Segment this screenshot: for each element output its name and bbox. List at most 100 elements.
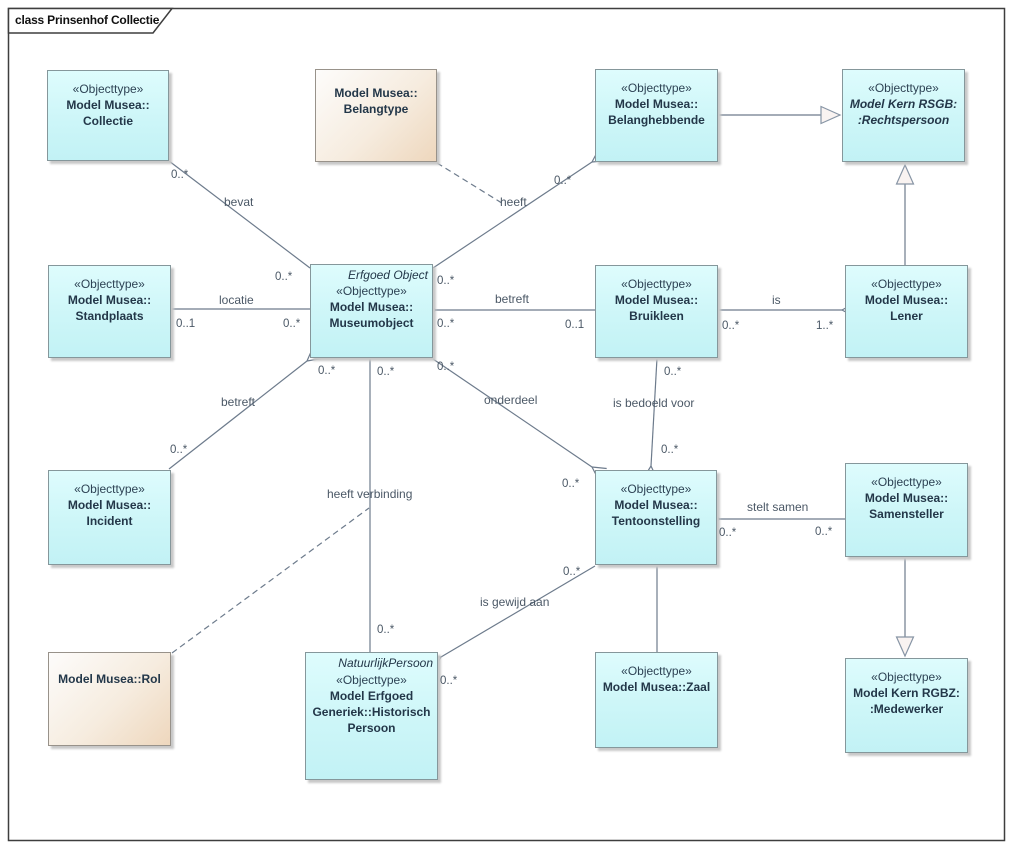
class-name-line: Persoon (347, 721, 396, 735)
class-name-line: Model Erfgoed (329, 689, 414, 703)
edge-label-heeft-verbinding: heeft verbinding (327, 487, 413, 501)
multiplicity-is-bedoeld-voor-tentoonstelling: 0..* (661, 444, 679, 456)
class-name-line: Model Musea:: (614, 293, 699, 307)
class-lener[interactable]: «Objecttype» Model Musea:: Lener (845, 265, 968, 358)
stereotype-label: «Objecttype» (621, 81, 692, 95)
class-medewerker[interactable]: «Objecttype» Model Kern RGBZ: :Medewerke… (845, 658, 968, 753)
class-name-line: Museumobject (329, 316, 414, 330)
class-name-line: Model Musea::Rol (58, 672, 161, 686)
class-samensteller[interactable]: «Objecttype» Model Musea:: Samensteller (845, 463, 968, 557)
class-name-line: Samensteller (869, 507, 944, 521)
class-name-line: Model Kern RSGB: (849, 97, 958, 111)
multiplicity-locatie-museumobject: 0..* (283, 318, 301, 330)
multiplicity-betreft-incident-museumobject: 0..* (318, 365, 336, 377)
stereotype-label: «Objecttype» (336, 673, 407, 687)
association-heeft[interactable] (432, 148, 607, 269)
class-name-line: Incident (86, 514, 133, 528)
class-name-line: Bruikleen (629, 309, 684, 323)
stereotype-label: «Objecttype» (621, 277, 692, 291)
class-belanghebbende[interactable]: «Objecttype» Model Musea:: Belanghebbend… (595, 69, 718, 162)
edge-label-is: is (772, 293, 781, 307)
class-belangtype[interactable]: Model Musea:: Belangtype (315, 69, 437, 162)
class-bruikleen[interactable]: «Objecttype» Model Musea:: Bruikleen (595, 265, 718, 358)
class-name-line: Model Musea:: (864, 293, 949, 307)
multiplicity-stelt-samen-samensteller: 0..* (815, 526, 833, 538)
stereotype-label: «Objecttype» (620, 482, 692, 496)
association-is-bedoeld-voor[interactable] (642, 357, 658, 480)
class-name-line: Belangtype (343, 102, 409, 116)
edge-label-betreft-incident: betreft (221, 395, 256, 409)
class-rol[interactable]: Model Musea::Rol (48, 652, 171, 746)
multiplicity-betreft-bruikleen: 0..1 (565, 319, 585, 331)
class-name-line: Model Musea:: (614, 498, 698, 512)
stereotype-label: «Objecttype» (336, 284, 407, 298)
diagram-title: class Prinsenhof Collectie (15, 13, 160, 27)
edge-label-betreft-bruikleen: betreft (495, 292, 530, 306)
association-class-link-rol[interactable] (171, 507, 370, 654)
association-bevat[interactable] (168, 160, 311, 269)
multiplicity-bevat-collectie: 0..* (171, 169, 189, 181)
multiplicity-onderdeel-museumobject: 0..* (437, 361, 455, 373)
stereotype-label: «Objecttype» (868, 81, 939, 95)
edge-label-is-bedoeld-voor: is bedoeld voor (613, 396, 695, 410)
multiplicity-is-gewijd-aan-persoon: 0..* (440, 675, 458, 687)
class-name-line: Belanghebbende (608, 113, 705, 127)
stereotype-label: «Objecttype» (74, 277, 145, 291)
multiplicity-bevat-museumobject: 0..* (275, 271, 293, 283)
class-name-line: Model Musea:: (66, 98, 150, 112)
multiplicity-betreft-incident: 0..* (170, 444, 188, 456)
edge-label-locatie: locatie (219, 293, 254, 307)
association-onderdeel[interactable] (432, 358, 607, 481)
diagram-title-tab (7, 7, 174, 34)
class-name-line: Generiek::Historisch (312, 705, 431, 719)
class-name-line: Tentoonstelling (611, 514, 701, 528)
parent-type-tag: NatuurlijkPersoon (338, 656, 433, 670)
stereotype-label: «Objecttype» (72, 82, 144, 96)
parent-type-tag: Erfgoed Object (347, 268, 428, 282)
class-name-line: Model Musea::Zaal (602, 680, 711, 694)
class-name-line: Model Musea:: (329, 300, 414, 314)
class-standplaats[interactable]: «Objecttype» Model Musea:: Standplaats (48, 265, 171, 358)
class-collectie[interactable]: «Objecttype» Model Musea:: Collectie (47, 70, 169, 161)
class-name-line: Standplaats (75, 309, 144, 323)
class-name-line: Collectie (82, 114, 133, 128)
class-name-line: Model Musea:: (864, 491, 949, 505)
diagram-frame (7, 7, 1006, 842)
multiplicity-onderdeel-tentoonstelling: 0..* (562, 478, 580, 490)
association-betreft-incident[interactable] (168, 347, 322, 470)
stereotype-label: «Objecttype» (871, 277, 942, 291)
edge-label-onderdeel: onderdeel (484, 393, 538, 407)
multiplicity-locatie-standplaats: 0..1 (176, 318, 196, 330)
multiplicity-betreft-bruikleen-museumobject: 0..* (437, 318, 455, 330)
association-is-gewijd-aan[interactable] (426, 565, 596, 670)
class-name-line: Model Musea:: (614, 97, 699, 111)
class-historisch-persoon[interactable]: NatuurlijkPersoon «Objecttype» Model Erf… (305, 652, 438, 780)
multiplicity-heeft-museumobject: 0..* (437, 275, 455, 287)
multiplicity-is-bruikleen: 0..* (722, 320, 740, 332)
class-zaal[interactable]: «Objecttype» Model Musea::Zaal (595, 652, 718, 748)
edge-label-stelt-samen: stelt samen (747, 500, 809, 514)
class-name-line: Model Musea:: (334, 86, 418, 100)
association-class-link-belangtype[interactable] (436, 162, 506, 206)
class-name-line: Model Kern RGBZ: (853, 686, 960, 700)
class-name-line: :Rechtspersoon (857, 113, 950, 127)
edge-label-heeft: heeft (500, 195, 527, 209)
edge-label-bevat: bevat (224, 195, 254, 209)
stereotype-label: «Objecttype» (871, 670, 942, 684)
stereotype-label: «Objecttype» (871, 475, 942, 489)
class-incident[interactable]: «Objecttype» Model Musea:: Incident (48, 470, 171, 565)
multiplicity-is-bedoeld-voor-bruikleen: 0..* (664, 366, 682, 378)
multiplicity-heeft-verbinding-persoon: 0..* (377, 624, 395, 636)
class-name-line: Lener (890, 309, 923, 323)
multiplicity-heeft-belanghebbende: 0..* (554, 175, 572, 187)
stereotype-label: «Objecttype» (621, 664, 692, 678)
class-name-line: :Medewerker (869, 702, 944, 716)
multiplicity-stelt-samen-tentoonstelling: 0..* (719, 527, 737, 539)
class-tentoonstelling[interactable]: «Objecttype» Model Musea:: Tentoonstelli… (595, 470, 717, 565)
class-name-line: Model Musea:: (67, 498, 152, 512)
class-museumobject[interactable]: Erfgoed Object «Objecttype» Model Musea:… (310, 264, 433, 358)
class-rechtspersoon[interactable]: «Objecttype» Model Kern RSGB: :Rechtsper… (842, 69, 965, 162)
class-name-line: Model Musea:: (67, 293, 152, 307)
stereotype-label: «Objecttype» (74, 482, 145, 496)
